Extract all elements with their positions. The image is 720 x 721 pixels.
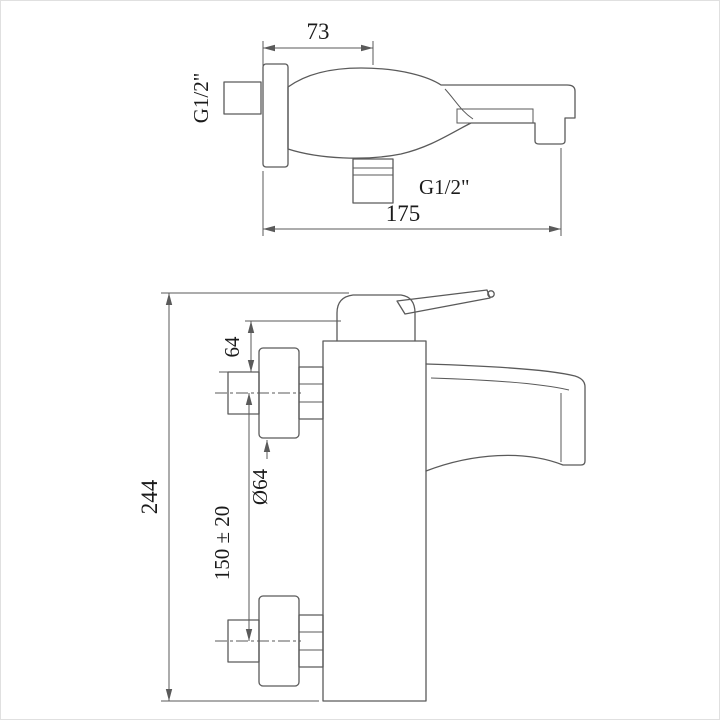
top-view-wall-flange — [262, 63, 289, 168]
front-view-body-column — [322, 340, 427, 702]
handle-lever-knob — [487, 290, 495, 298]
front-view-spout-inner-top — [430, 377, 570, 391]
dim-64: 64 — [219, 320, 341, 373]
top-view-junction-line — [444, 88, 474, 120]
dim-73: 73 — [262, 19, 374, 77]
front-view-spout — [425, 363, 586, 472]
dim-175-label: 175 — [386, 201, 421, 226]
dim-175: 175 — [262, 148, 562, 236]
thread-left-label: G1/2" — [189, 73, 213, 124]
dim-244-label: 244 — [137, 479, 162, 514]
dim-diameter-label: Ø64 — [248, 468, 272, 505]
dim-150-20: 150 ± 20 — [210, 393, 253, 641]
handle-cap — [336, 294, 416, 342]
top-view-bottom-outlet-pipe — [352, 158, 394, 204]
handle-lever — [396, 289, 491, 315]
top-view: 73 G1/2" G1/2" 175 — [189, 19, 576, 236]
dim-diameter-64: Ø64 — [248, 440, 272, 505]
top-view-body-outline — [287, 67, 576, 159]
top-view-inlet-stub — [223, 81, 262, 115]
dim-centers-label: 150 ± 20 — [210, 506, 234, 581]
thread-bottom-label: G1/2" — [419, 175, 470, 199]
dim-244: 244 — [137, 292, 349, 702]
dim-73-label: 73 — [307, 19, 330, 44]
dim-64-label: 64 — [220, 336, 244, 358]
front-view: 244 64 Ø64 150 ± 20 — [137, 289, 586, 702]
top-view-spout-slot — [456, 108, 534, 124]
